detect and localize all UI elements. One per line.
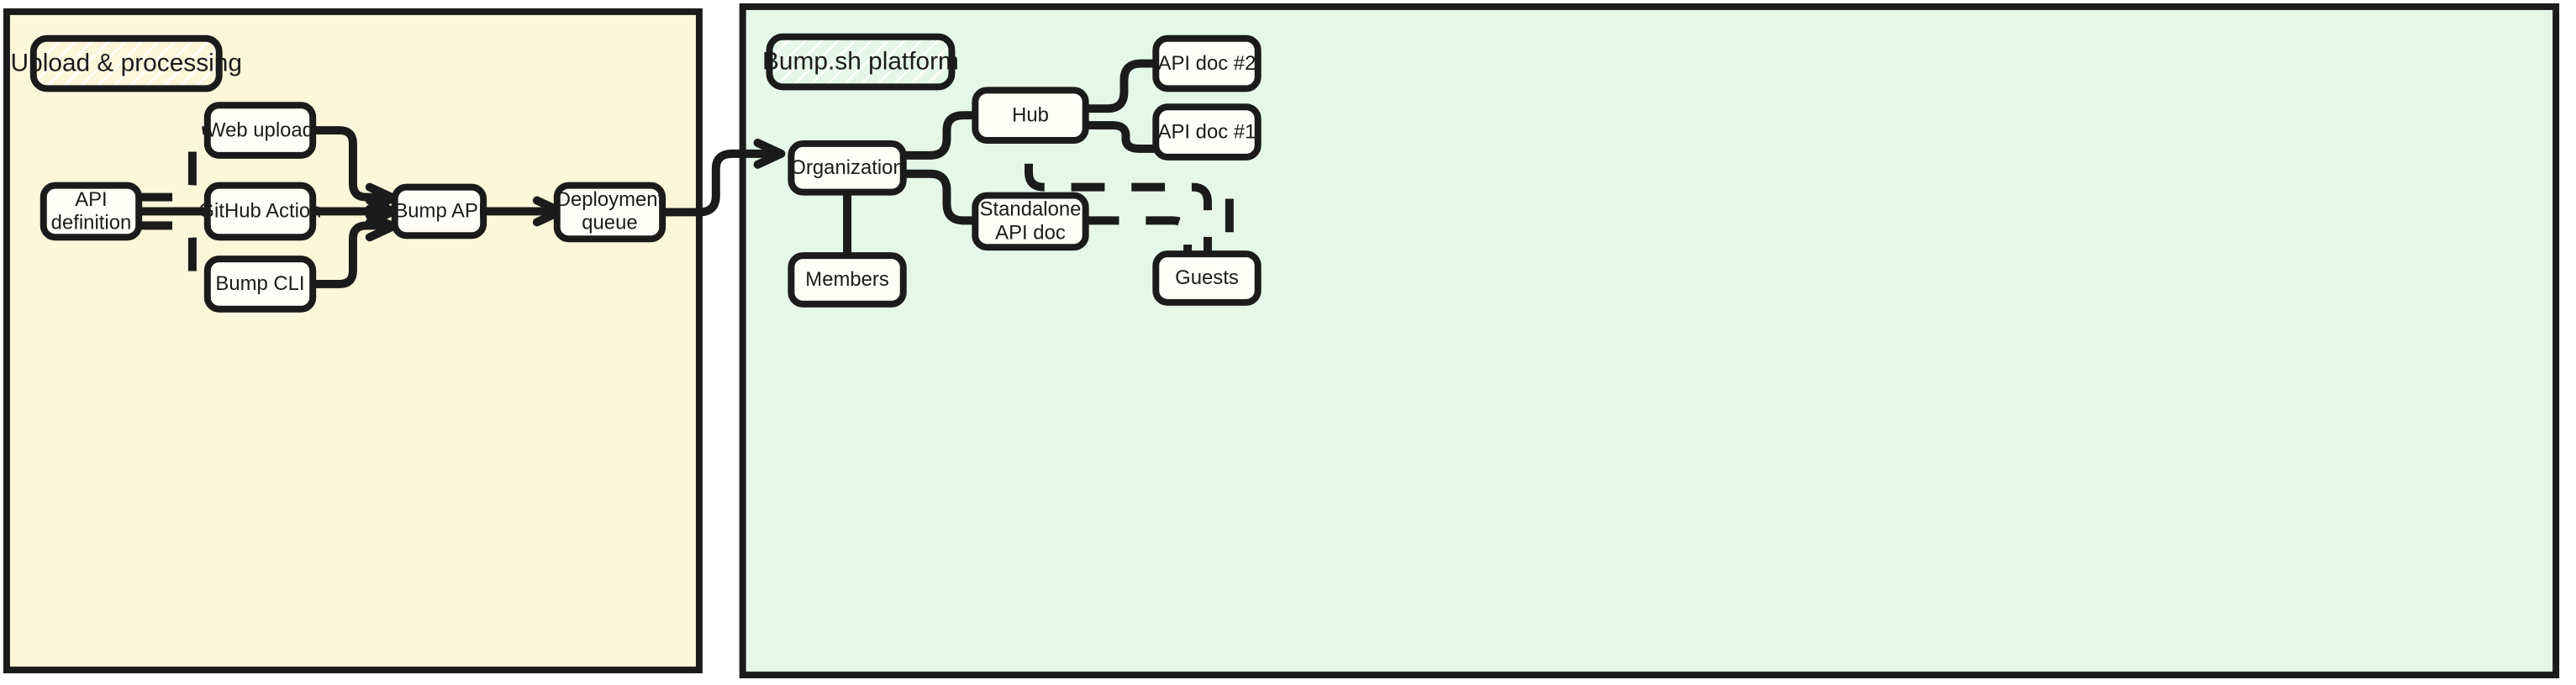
cluster-bump-platform-label: Bump.sh platform xyxy=(762,47,959,75)
node-bump-api-label: Bump API xyxy=(394,200,483,223)
node-github-action-box[interactable] xyxy=(203,182,317,241)
cluster-upload-processing-label: Upload & processing xyxy=(11,49,242,76)
node-api-definition-label-line-2: definition xyxy=(51,212,132,234)
node-organization[interactable]: Organization xyxy=(788,140,907,196)
node-bump-api-box[interactable] xyxy=(391,183,487,240)
node-guests-label: Guests xyxy=(1175,266,1239,289)
node-members[interactable]: Members xyxy=(788,252,907,308)
cluster-bump-platform-label-box xyxy=(766,33,956,91)
node-members-label: Members xyxy=(805,268,889,291)
node-bump-cli-label: Bump CLI xyxy=(215,272,304,295)
node-api-doc-1-box[interactable] xyxy=(1152,103,1262,161)
node-deployment-queue-label-line-1: Deployment xyxy=(556,188,664,211)
node-api-doc-1-label: API doc #1 xyxy=(1158,120,1256,143)
node-api-definition[interactable]: API definition xyxy=(40,182,143,241)
node-standalone-api-doc-label-line-2: API doc xyxy=(995,222,1066,245)
edge-organization-to-standalone-doc xyxy=(898,169,980,225)
node-api-doc-2-box[interactable] xyxy=(1152,34,1262,92)
edge-hub-to-api-doc-2 xyxy=(1081,59,1161,113)
node-organization-label: Organization xyxy=(790,156,903,179)
node-web-upload-box[interactable] xyxy=(203,102,317,159)
cluster-upload-processing-background xyxy=(3,8,703,674)
node-standalone-api-doc-box[interactable] xyxy=(972,192,1089,251)
node-guests-box[interactable] xyxy=(1152,250,1262,306)
node-deployment-queue-label-line-2: queue xyxy=(582,212,637,234)
edge-hub-to-api-doc-1 xyxy=(1081,121,1161,153)
node-api-definition-box[interactable] xyxy=(40,182,143,241)
node-web-upload[interactable]: Web upload xyxy=(203,102,317,159)
node-deployment-queue[interactable]: Deployment queue xyxy=(553,182,666,243)
node-bump-cli-box[interactable] xyxy=(203,256,317,313)
edge-organization-to-hub xyxy=(898,111,980,160)
node-hub-label: Hub xyxy=(1012,103,1049,126)
node-hub[interactable]: Hub xyxy=(972,87,1089,144)
node-organization-box[interactable] xyxy=(788,140,907,196)
node-github-action[interactable]: GitHub Action xyxy=(198,182,321,241)
node-guests[interactable]: Guests xyxy=(1152,250,1262,306)
node-hub-box[interactable] xyxy=(972,87,1089,144)
node-deployment-queue-box[interactable] xyxy=(553,182,666,243)
node-bump-cli[interactable]: Bump CLI xyxy=(203,256,317,313)
node-api-definition-label-line-1: API xyxy=(75,188,107,211)
edge-hub-to-guests xyxy=(1025,163,1212,256)
node-members-box[interactable] xyxy=(788,252,907,308)
node-web-upload-label: Web upload xyxy=(207,119,313,141)
cluster-bump-platform-label-chip: Bump.sh platform xyxy=(762,33,959,91)
node-standalone-api-doc[interactable]: Standalone API doc xyxy=(972,192,1089,251)
node-bump-api[interactable]: Bump API xyxy=(391,183,487,240)
edge-deployment-queue-to-organization xyxy=(658,138,786,217)
node-api-doc-2[interactable]: API doc #2 xyxy=(1152,34,1262,92)
cluster-upload-processing: Upload & processing xyxy=(3,8,703,674)
cluster-upload-processing-label-box xyxy=(29,34,223,92)
cluster-upload-processing-label-chip: Upload & processing xyxy=(11,34,242,92)
node-api-doc-2-label: API doc #2 xyxy=(1158,52,1256,75)
edge-standalone-doc-to-guests xyxy=(1085,216,1193,256)
node-standalone-api-doc-label-line-1: Standalone xyxy=(980,198,1082,221)
node-api-doc-1[interactable]: API doc #1 xyxy=(1152,103,1262,161)
node-github-action-label: GitHub Action xyxy=(198,200,321,223)
